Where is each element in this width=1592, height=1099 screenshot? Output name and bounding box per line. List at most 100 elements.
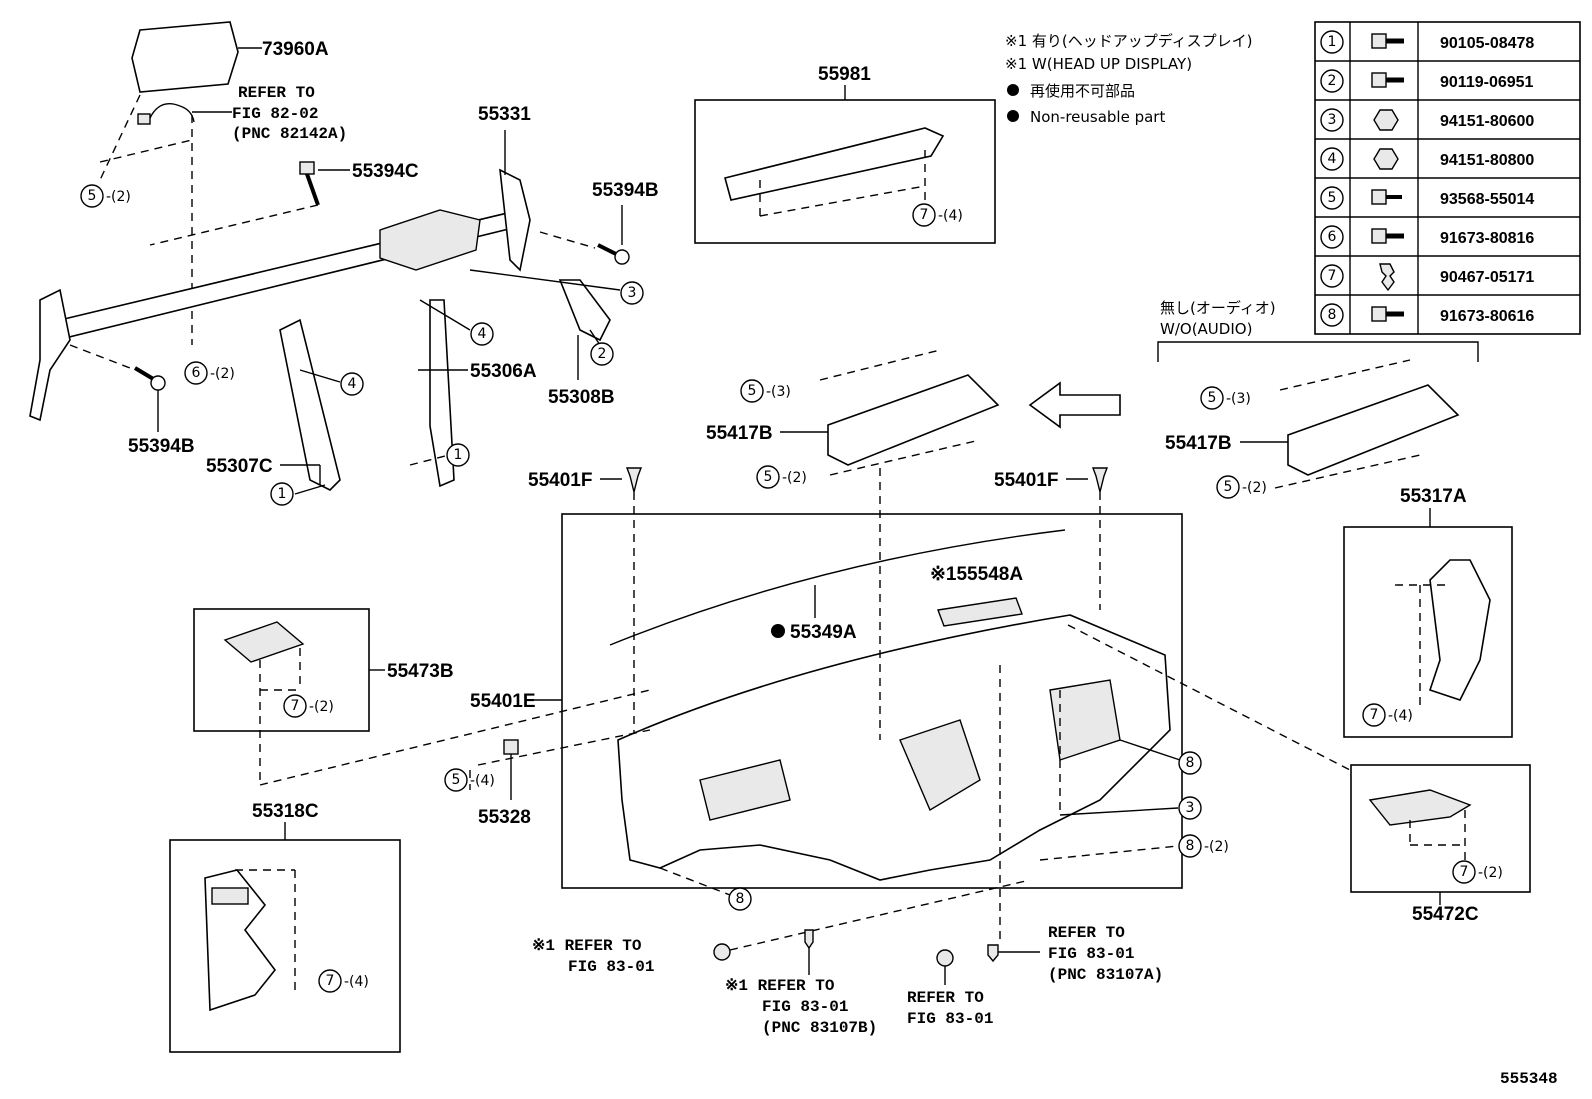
bullet-icon <box>1007 110 1019 122</box>
row-number: 5 <box>1328 190 1337 206</box>
fastener-part-number: 94151-80600 <box>1440 113 1534 130</box>
row-number: 8 <box>1328 307 1337 323</box>
ref-text: FIG 83-01 <box>568 958 654 976</box>
fastener-part-number: 91673-80816 <box>1440 230 1534 247</box>
callout-number: 5 <box>764 469 773 485</box>
callout-4-b: 4 <box>340 372 364 396</box>
hud-panel-55548a <box>937 597 1023 627</box>
callout-7-b: 7 -(2) <box>283 694 334 718</box>
callout-5-d: 5 -(3) <box>1200 386 1251 410</box>
clip-icon <box>987 944 999 963</box>
callout-5-a: 5 -(2) <box>80 184 131 208</box>
box-55317a: 55317A 7 -(4) <box>1343 486 1513 738</box>
callout-5-f: 5 -(4) <box>444 768 495 792</box>
nut-icon <box>713 943 731 961</box>
row-number: 6 <box>1328 229 1337 245</box>
vent-grille <box>211 887 249 905</box>
screw-icon <box>1371 189 1402 205</box>
callout-circle <box>1320 30 1344 54</box>
part-label-55331: 55331 <box>478 104 531 125</box>
part-label-55417b-mid: 55417B <box>706 423 773 444</box>
nut-icon <box>1373 109 1399 131</box>
fastener-part-number: 90467-05171 <box>1440 269 1534 286</box>
callout-number: 8 <box>736 891 745 907</box>
ref-text: FIG 83-01 <box>1048 945 1134 963</box>
bolt-icon <box>1371 72 1404 88</box>
callout-number: 7 <box>291 698 300 714</box>
table-row: 5 93568-55014 <box>1320 186 1534 210</box>
bullet-icon <box>1007 84 1019 96</box>
row-number: 3 <box>1328 112 1337 128</box>
callout-number: 7 <box>1460 864 1469 880</box>
callout-circle <box>1320 186 1344 210</box>
part-label-55417b-right: 55417B <box>1165 433 1232 454</box>
instrument-panel-55401e <box>617 614 1171 881</box>
fastener-part-number: 93568-55014 <box>1440 191 1534 208</box>
callout-number: 5 <box>1208 390 1217 406</box>
clip-55401f-right: 55401F <box>994 467 1109 610</box>
table-row: 8 91673-80616 <box>1320 303 1534 327</box>
callout-number: 5 <box>88 188 97 204</box>
fastener-part-number: 90119-06951 <box>1440 74 1534 91</box>
callout-8-c: 8 <box>728 887 752 911</box>
ref-text: (PNC 82142A) <box>232 125 347 143</box>
callout-2: 2 <box>590 342 614 366</box>
wo-audio-en: W/O(AUDIO) <box>1160 320 1252 338</box>
callout-qty: -(4) <box>344 974 369 990</box>
cover-55472c <box>1368 789 1472 826</box>
part-label-55394c: 55394C <box>352 161 419 182</box>
callout-circle <box>1320 108 1344 132</box>
note-hud-jp: ※1 有り(ヘッドアップディスプレイ) <box>1005 32 1253 50</box>
callout-circle <box>1320 69 1344 93</box>
bolt-55394b-top <box>597 243 630 265</box>
side-panel-55317a <box>1428 559 1491 701</box>
callout-qty: -(2) <box>210 366 235 382</box>
callout-8-b: 8 -(2) <box>1178 834 1229 858</box>
bolt-icon <box>1371 306 1404 322</box>
callout-1-b: 1 <box>446 443 470 467</box>
fastener-part-number: 94151-80800 <box>1440 152 1534 169</box>
part-label-55548a: ※155548A <box>930 564 1023 585</box>
side-panel-55318c <box>204 869 277 1012</box>
callout-qty: -(4) <box>1388 708 1413 724</box>
callout-qty: -(2) <box>1242 480 1267 496</box>
clip-icon <box>804 929 814 950</box>
callout-number: 5 <box>748 383 757 399</box>
ref-text: REFER TO <box>907 989 984 1007</box>
part-label-55318c: 55318C <box>252 801 319 822</box>
callout-qty: -(2) <box>1204 839 1229 855</box>
callout-3-b: 3 <box>1178 796 1202 820</box>
instrument-panel-reinforcement <box>29 168 611 491</box>
callout-5-c: 5 -(2) <box>756 465 807 489</box>
refer-note-83-01-a: ※1 REFER TO FIG 83-01 <box>532 879 1031 976</box>
note-nonreusable-jp: 再使用不可部品 <box>1030 82 1135 100</box>
callout-7-e: 7 -(2) <box>1452 860 1503 884</box>
callout-number: 4 <box>348 376 357 392</box>
part-label-55307c: 55307C <box>206 456 273 477</box>
wo-audio-group: 無し(オーディオ) W/O(AUDIO) 55417B 5 -(3) 5 -(2… <box>1157 299 1479 499</box>
callout-5-e: 5 -(2) <box>1216 475 1267 499</box>
note-hud-en: ※1 W(HEAD UP DISPLAY) <box>1005 55 1192 73</box>
part-label-55317a: 55317A <box>1400 486 1467 507</box>
callout-qty: -(2) <box>782 470 807 486</box>
note-nonreusable-en: Non-reusable part <box>1030 108 1165 126</box>
callout-number: 5 <box>1224 479 1233 495</box>
molding-55349a <box>609 529 1066 646</box>
bolt-icon <box>1371 228 1404 244</box>
callout-4-a: 4 <box>470 322 494 346</box>
callout-qty: -(2) <box>106 189 131 205</box>
callout-circle <box>1320 264 1344 288</box>
part-label-55349a: 55349A <box>790 622 857 643</box>
callout-7-c: 7 -(4) <box>318 969 369 993</box>
callout-circle <box>1320 303 1344 327</box>
callout-number: 1 <box>278 486 287 502</box>
callout-1-a: 1 <box>270 482 294 506</box>
nut-icon <box>1373 148 1399 170</box>
callout-number: 3 <box>628 285 637 301</box>
callout-number: 7 <box>1370 707 1379 723</box>
part-label-73960a: 73960A <box>262 39 329 60</box>
row-number: 2 <box>1328 73 1337 89</box>
part-label-55401f-left: 55401F <box>528 470 592 491</box>
